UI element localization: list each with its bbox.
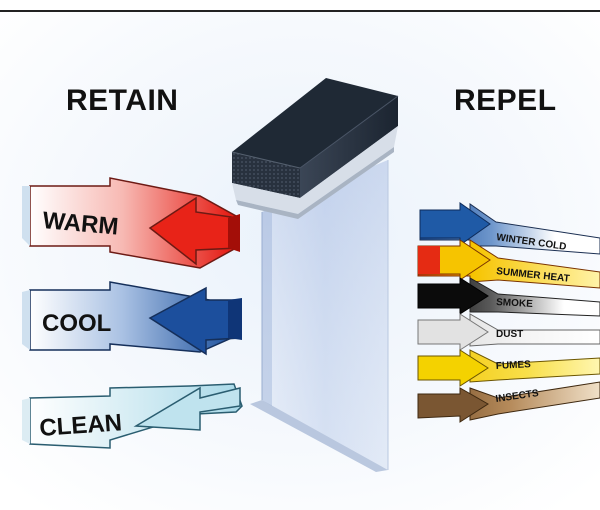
air-curtain-glass [250, 160, 389, 472]
repel-strip-dust [417, 313, 600, 351]
repel-label-fumes: FUMES [496, 359, 532, 372]
top-divider [0, 10, 600, 12]
repel-strip-smoke [417, 277, 600, 317]
repel-strip-fumes [417, 349, 600, 387]
repel-label-smoke: SMOKE [496, 297, 534, 310]
retain-label-cool: COOL [42, 310, 111, 337]
retain-label-clean: CLEAN [39, 409, 123, 442]
retain-heading: RETAIN [66, 84, 179, 117]
repel-strip-winter-cold [419, 202, 600, 255]
repel-strip-summer-heat [417, 239, 600, 289]
warm-arrow [22, 177, 240, 269]
top-bar [0, 0, 600, 12]
retain-label-warm: WARM [41, 207, 119, 241]
repel-strip-insects [417, 381, 600, 423]
cool-arrow [22, 281, 242, 356]
repel-heading: REPEL [454, 84, 557, 117]
clean-arrow [22, 383, 243, 449]
air-curtain-unit [231, 78, 399, 219]
repel-label-dust: DUST [496, 329, 523, 340]
